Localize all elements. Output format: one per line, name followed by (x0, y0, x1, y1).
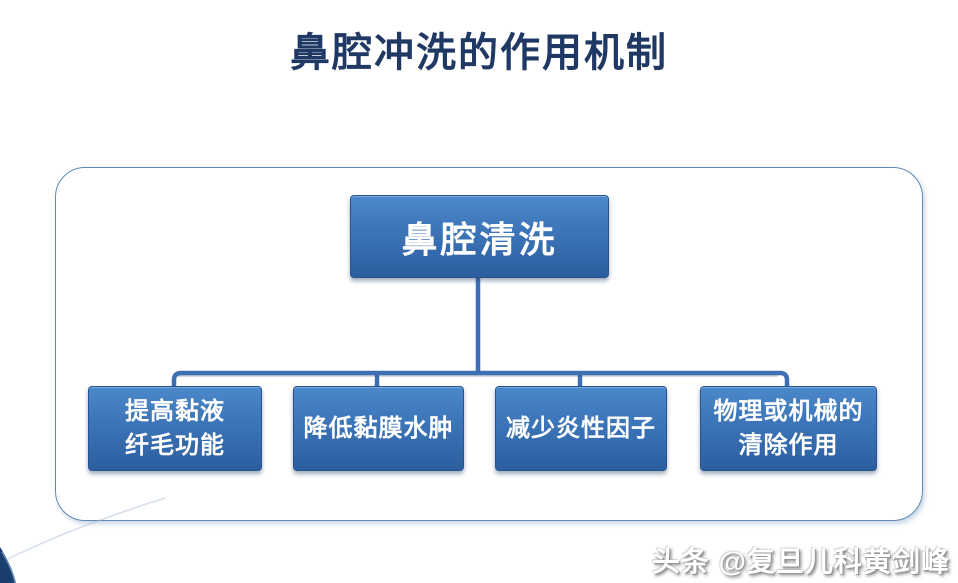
diagram-node-mucociliary-function: 提高黏液 纤毛功能 (88, 386, 262, 471)
node-label-line: 清除作用 (738, 431, 839, 459)
navy-corner-shape (0, 547, 16, 583)
page-title: 鼻腔冲洗的作用机制 (290, 31, 668, 75)
watermark-text: 头条 @复旦儿科黄剑峰 (651, 546, 950, 577)
watermark: 头条 @复旦儿科黄剑峰 (652, 540, 950, 580)
node-label-line: 物理或机械的 (713, 397, 864, 425)
node-label-line: 纤毛功能 (125, 431, 225, 459)
diagram-node-reduce-inflammatory-factors: 减少炎性因子 (495, 386, 667, 471)
diagram-node-physical-clearance: 物理或机械的 清除作用 (700, 386, 877, 471)
node-label-line: 降低黏膜水肿 (303, 414, 454, 442)
node-label-line: 提高黏液 (125, 397, 225, 425)
navy-corner-edge (1, 551, 16, 583)
node-root-label: 鼻腔清洗 (401, 218, 558, 260)
diagram-node-root: 鼻腔清洗 (350, 195, 609, 278)
node-label-line: 减少炎性因子 (506, 414, 656, 442)
diagram-node-reduce-mucosal-edema: 降低黏膜水肿 (293, 386, 464, 471)
